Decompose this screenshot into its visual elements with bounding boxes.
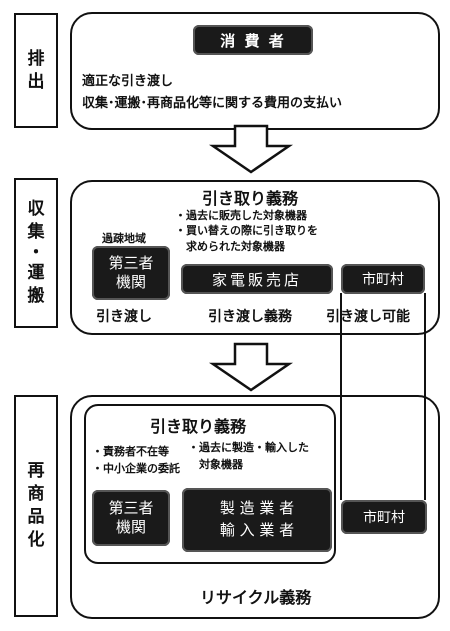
consumer-duty-handover: 適正な引き渡し [82,74,174,89]
makers-label: 製 造 業 者 輸 入 業 者 [219,499,295,539]
stage-char: 集 [27,221,45,242]
stage-collection-label: 収 集 ・ 運 搬 [16,180,56,326]
municipality-label: 市町村 [363,510,405,526]
stage-char: 品 [27,507,45,527]
stage-char: 運 [27,263,45,284]
retailer-note: ・過去に販売した対象機器 ・買い替えの際に引き取りを 求められた対象機器 [175,209,318,253]
third-party-org-box: 第三者 機関 [92,246,170,300]
third-party-org-label: 第三者 機関 [108,253,154,292]
down-arrow-icon [208,342,294,392]
municipality-label: 市町村 [362,272,404,288]
recycling-duty-label: リサイクル義務 [200,588,312,607]
stage-recycling: 再 商 品 化 [14,395,58,617]
stage-discharge-label: 排 出 [16,15,56,126]
down-arrow-icon [208,124,294,174]
third-party-org-label: 第三者 機関 [108,498,154,537]
collection-panel [70,180,440,335]
consumer-duty-payment: 収集･運搬･再商品化等に関する費用の支払い [82,96,343,111]
recycling-title: 引き取り義務 [150,417,247,436]
stage-char: 商 [27,484,45,505]
stage-char: 再 [27,461,45,482]
stage-collection: 収 集 ・ 運 搬 [14,178,58,328]
municipality-box: 市町村 [341,500,427,534]
stage-recycling-label: 再 商 品 化 [16,397,56,615]
retailer-label: 家電販売店 [211,270,302,289]
maker-note: ・過去に製造・輸入した 対象機器 [188,441,309,471]
stage-char: 収 [27,198,45,219]
manufacturer-panel [84,404,336,564]
stage-char: 排 [27,48,45,69]
stage-discharge: 排 出 [14,13,58,128]
stage-char: 化 [27,529,45,550]
recycling-panel [70,395,440,619]
hand-over-label: 引き渡し [96,309,152,325]
consumer-box: 消 費 者 [193,25,313,55]
municipality-box: 市町村 [341,264,425,294]
hand-over-duty-label: 引き渡し義務 [208,309,292,325]
makers-box: 製 造 業 者 輸 入 業 者 [182,488,332,552]
third-party-note: ・責務者不在等 ・中小企業の委託 [92,445,180,475]
depopulated-area-label: 過疎地域 [102,232,146,245]
collection-title: 引き取り義務 [202,189,299,208]
retailer-box: 家電販売店 [181,264,333,294]
third-party-org-box: 第三者 機関 [92,490,170,546]
stage-char: 搬 [27,286,45,307]
consumer-label: 消 費 者 [220,31,286,50]
stage-char: 出 [27,71,45,92]
stage-char: ・ [27,242,45,263]
hand-over-possible-label: 引き渡し可能 [326,309,410,325]
